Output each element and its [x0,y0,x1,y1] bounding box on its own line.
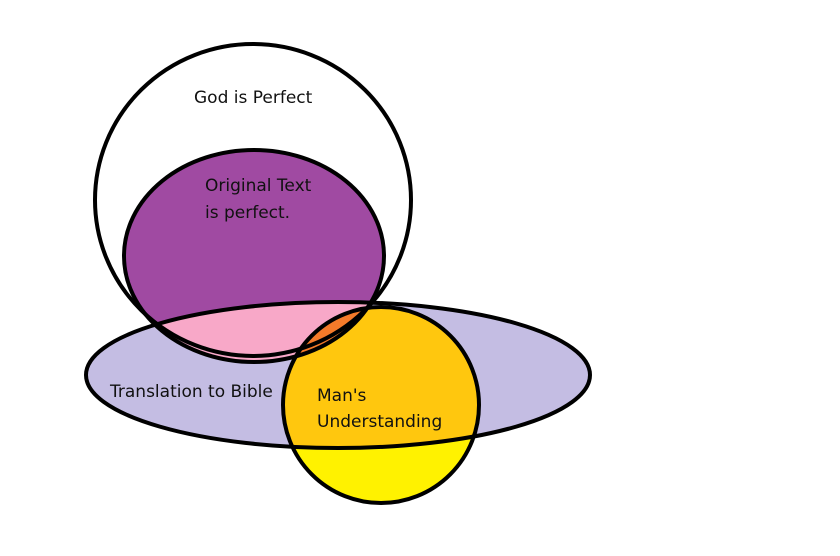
original-label-line2: is perfect. [205,203,290,223]
man-circle-outline [281,305,481,505]
god-label: God is Perfect [194,88,313,108]
original-label-line1: Original Text [205,176,312,196]
translation-ellipse-outline [84,300,592,450]
translation-label: Translation to Bible [109,382,273,402]
man-label-line2: Understanding [317,412,442,432]
man-translation-overlap [283,307,479,448]
man-label-line1: Man's [317,386,367,406]
god-circle-outline [93,42,413,358]
original-ellipse-outline [122,148,386,364]
original-translation-overlap [124,302,384,362]
